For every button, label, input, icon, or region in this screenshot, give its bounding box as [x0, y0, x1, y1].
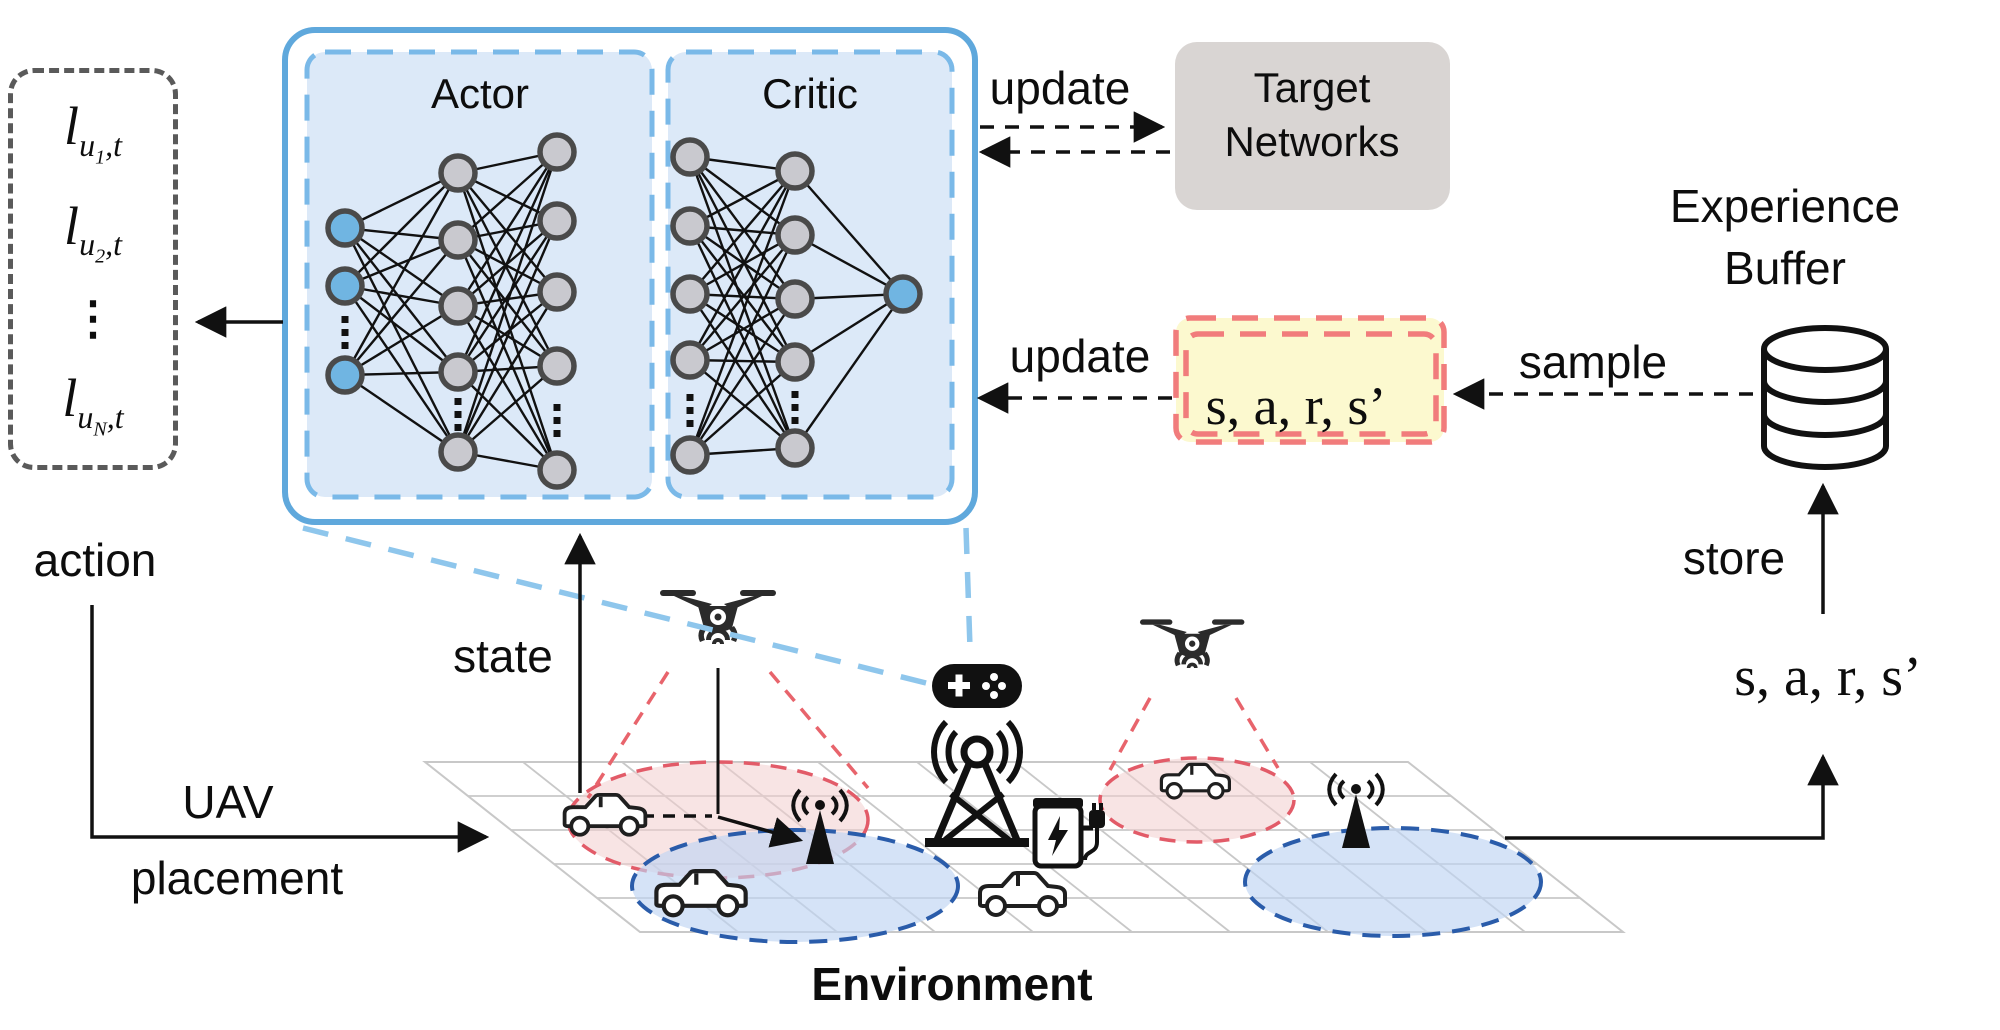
- uav-left-group: [586, 590, 870, 848]
- drone-icon: [1140, 619, 1245, 668]
- drone-icon: [660, 590, 776, 644]
- database-icon: [1761, 325, 1889, 470]
- bs-coverage-ellipse-blue-right: [1243, 826, 1543, 938]
- actor-network: [325, 132, 577, 490]
- transition-elbow-arrow: [1505, 753, 1839, 840]
- network-node: [670, 435, 710, 475]
- environment-label: Environment: [811, 958, 1093, 1010]
- network-node: [670, 206, 710, 246]
- network-node: [325, 266, 365, 306]
- network-node: [325, 355, 365, 395]
- uav-placement-line2: placement: [130, 852, 344, 904]
- action-item-N: luN,t: [62, 367, 124, 440]
- uav-right-group: [1108, 619, 1280, 771]
- update-mid-label: update: [1009, 330, 1151, 382]
- agent-box: [282, 27, 978, 525]
- target-networks-line2: Networks: [1224, 118, 1400, 165]
- base-station-controller-group: [925, 664, 1029, 847]
- network-node: [670, 340, 710, 380]
- experience-buffer-line2: Buffer: [1724, 242, 1846, 294]
- transition-sample-box: [1173, 315, 1447, 445]
- network-node: [670, 274, 710, 314]
- network-node: [537, 346, 577, 386]
- critic-network: [670, 137, 923, 475]
- uav-coverage-ellipse-red-right: [1098, 756, 1296, 844]
- projection-line-right: [963, 527, 973, 649]
- network-node: [438, 153, 478, 193]
- state-label: state: [453, 630, 553, 682]
- network-node: [325, 208, 365, 248]
- action-vector-ellipsis: ⋮: [70, 293, 116, 345]
- game-controller-icon: [932, 664, 1022, 708]
- uav-placement-path: [90, 605, 490, 853]
- cell-tower-icon: [925, 719, 1029, 847]
- network-node: [537, 201, 577, 241]
- network-node: [883, 274, 923, 314]
- action-item-2: lu2,t: [64, 195, 122, 268]
- network-node: [438, 286, 478, 326]
- experience-buffer-line1: Experience: [1669, 180, 1901, 232]
- network-node: [775, 215, 815, 255]
- network-node: [775, 342, 815, 382]
- network-node: [537, 450, 577, 490]
- ev-charger-icon: [1032, 798, 1105, 869]
- action-item-1: lu1,t: [64, 96, 122, 169]
- network-node: [537, 132, 577, 172]
- projection-line-left: [302, 525, 931, 687]
- actor-title: Actor: [430, 70, 530, 117]
- transition-boxed-text: s, a, r, s’: [1205, 376, 1387, 436]
- critic-title: Critic: [762, 70, 858, 117]
- transition-plain-text: s, a, r, s’: [1734, 646, 1922, 708]
- uav-placement-line1: UAV: [182, 776, 274, 828]
- critic-panel: [665, 49, 955, 500]
- action-label: action: [33, 534, 157, 586]
- sample-label: sample: [1518, 336, 1668, 388]
- network-node: [670, 137, 710, 177]
- target-networks-box: [1175, 42, 1450, 210]
- target-networks-line1: Target: [1253, 64, 1371, 111]
- action-vector-box: lu1,t lu2,t ⋮ luN,t: [8, 68, 178, 470]
- network-node: [438, 352, 478, 392]
- network-node: [537, 272, 577, 312]
- update-top-label: update: [989, 62, 1131, 114]
- network-node: [775, 279, 815, 319]
- network-node: [438, 432, 478, 472]
- store-label: store: [1682, 532, 1786, 584]
- network-node: [438, 220, 478, 260]
- network-node: [775, 151, 815, 191]
- network-node: [775, 428, 815, 468]
